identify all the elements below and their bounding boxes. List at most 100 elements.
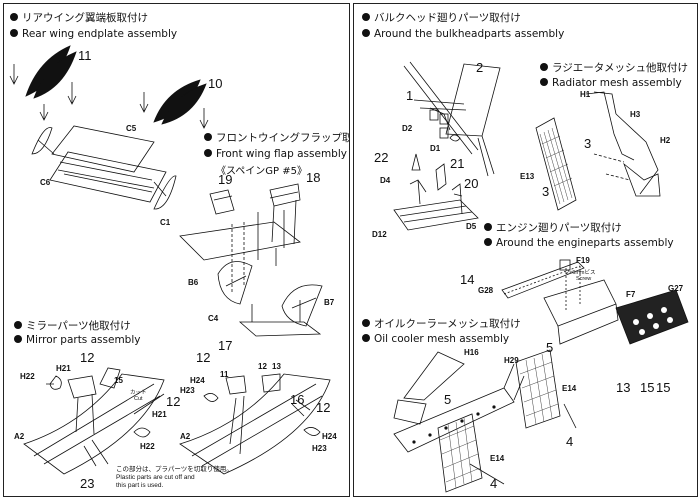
part-15: 15 [114,376,123,385]
part-11-b: 11 [220,370,229,379]
part-e14-b: E14 [490,454,505,463]
part-22: 22 [374,150,389,165]
part-h2: H2 [660,136,671,145]
part-17: 17 [218,338,233,353]
part-12-b: 12 [166,394,181,409]
left-line-art [9,45,331,475]
part-13: 13 [272,362,281,371]
mirror-title-ja: ミラーパーツ他取付け [14,320,131,333]
right-panel: バルクヘッド廻りパーツ取付け Around the bulkheadparts … [353,3,698,497]
part-18: 18 [306,170,321,185]
part-h22-a: H22 [20,372,35,381]
part-19: 19 [218,172,233,187]
part-h23-b: H23 [312,444,327,453]
part-h1: H1 [580,90,591,99]
mirror-title-en-text: Mirror parts assembly [26,334,141,346]
radiator-title-en-text: Radiator mesh assembly [552,77,682,89]
radiator-title-ja-text: ラジエータメッシュ他取付け [552,62,688,74]
bullet-icon [204,133,212,141]
part-23: 23 [80,476,95,491]
front-wing-title-en: Front wing flap assembly [204,148,347,161]
part-a2-b: A2 [180,432,191,441]
bulkhead-title-en-text: Around the bulkheadparts assembly [374,28,565,40]
part-5-b: 5 [444,392,452,407]
oil-title-ja-text: オイルクーラーメッシュ取付け [374,318,521,330]
engine-title-en-text: Around the engineparts assembly [496,237,674,249]
part-f19: F19 [576,256,590,265]
part-h29: H29 [504,356,519,365]
rear-wing-title-ja: リアウイング翼端板取付け [10,12,148,25]
mirror-title-en: Mirror parts assembly [14,334,140,347]
oil-title-en-text: Oil cooler mesh assembly [374,333,510,345]
part-c4: C4 [208,314,219,323]
part-12-a: 12 [80,350,95,365]
part-11: 11 [78,48,92,63]
cut-label-ja: カット [130,390,147,396]
left-panel: リアウイング翼端板取付け Rear wing endplate assembly… [3,3,350,497]
bullet-icon [14,321,22,329]
cut-note: この部分は、プラパーツを切取り使用。 Plastic parts are cut… [116,466,233,490]
part-h3: H3 [630,110,641,119]
cut-note-en-1: Plastic parts are cut off and [116,474,195,481]
bullet-icon [362,319,370,327]
bullet-icon [14,335,22,343]
radiator-title-ja: ラジエータメッシュ他取付け [540,62,688,75]
part-d1: D1 [430,144,441,153]
part-1: 1 [406,88,414,103]
part-2: 2 [476,60,484,75]
engine-title-ja: エンジン廻りパーツ取付け [484,222,622,235]
front-wing-title-ja-text: フロントウイングフラップ取付け [216,132,349,144]
bulkhead-title-ja-text: バルクヘッド廻りパーツ取付け [374,12,521,24]
engine-title-en: Around the engineparts assembly [484,237,674,250]
part-h24-b: H24 [322,432,337,441]
part-15-a: 15 [640,380,655,395]
part-d5: D5 [466,222,477,231]
part-c1: C1 [160,218,171,227]
bullet-icon [362,334,370,342]
part-20: 20 [464,176,479,191]
part-16: 16 [290,392,305,407]
part-5-a: 5 [546,340,554,355]
part-3-b: 3 [542,184,550,199]
part-d4: D4 [380,176,391,185]
part-d2: D2 [402,124,413,133]
part-12-d: 12 [258,362,267,371]
part-b7: B7 [324,298,335,307]
part-e13: E13 [520,172,535,181]
part-c5: C5 [126,124,137,133]
bullet-icon [484,223,492,231]
part-b6: B6 [188,278,199,287]
front-wing-title-en-text: Front wing flap assembly [216,148,347,160]
bulkhead-title-en: Around the bulkheadparts assembly [362,28,564,41]
oil-title-ja: オイルクーラーメッシュ取付け [362,318,521,331]
part-h24-a: H24 [190,376,205,385]
part-a2-a: A2 [14,432,25,441]
part-f7: F7 [626,290,636,299]
bullet-icon [540,63,548,71]
part-h21-b: H21 [152,410,167,419]
bullet-icon [484,238,492,246]
engine-title-ja-text: エンジン廻りパーツ取付け [496,222,622,234]
bullet-icon [362,13,370,21]
bullet-icon [540,78,548,86]
rear-wing-title-ja-text: リアウイング翼端板取付け [22,12,148,24]
bullet-icon [362,29,370,37]
cut-note-ja: この部分は、プラパーツを切取り使用。 [116,466,233,473]
part-h23-a: H23 [180,386,195,395]
part-12-e: 12 [316,400,331,415]
bulkhead-title-ja: バルクヘッド廻りパーツ取付け [362,12,521,25]
part-14: 14 [460,272,475,287]
bullet-icon [204,149,212,157]
part-d12: D12 [372,230,387,239]
cut-label-en: Cut [134,396,143,402]
part-4-a: 4 [566,434,574,449]
cut-note-en-2: this part is used. [116,482,164,489]
front-wing-title-ja: フロントウイングフラップ取付け [204,132,349,145]
radiator-title-en: Radiator mesh assembly [540,77,682,90]
part-10: 10 [208,76,223,91]
bullet-icon [10,29,18,37]
part-12-c: 12 [196,350,211,365]
part-h16: H16 [464,348,479,357]
part-21: 21 [450,156,465,171]
